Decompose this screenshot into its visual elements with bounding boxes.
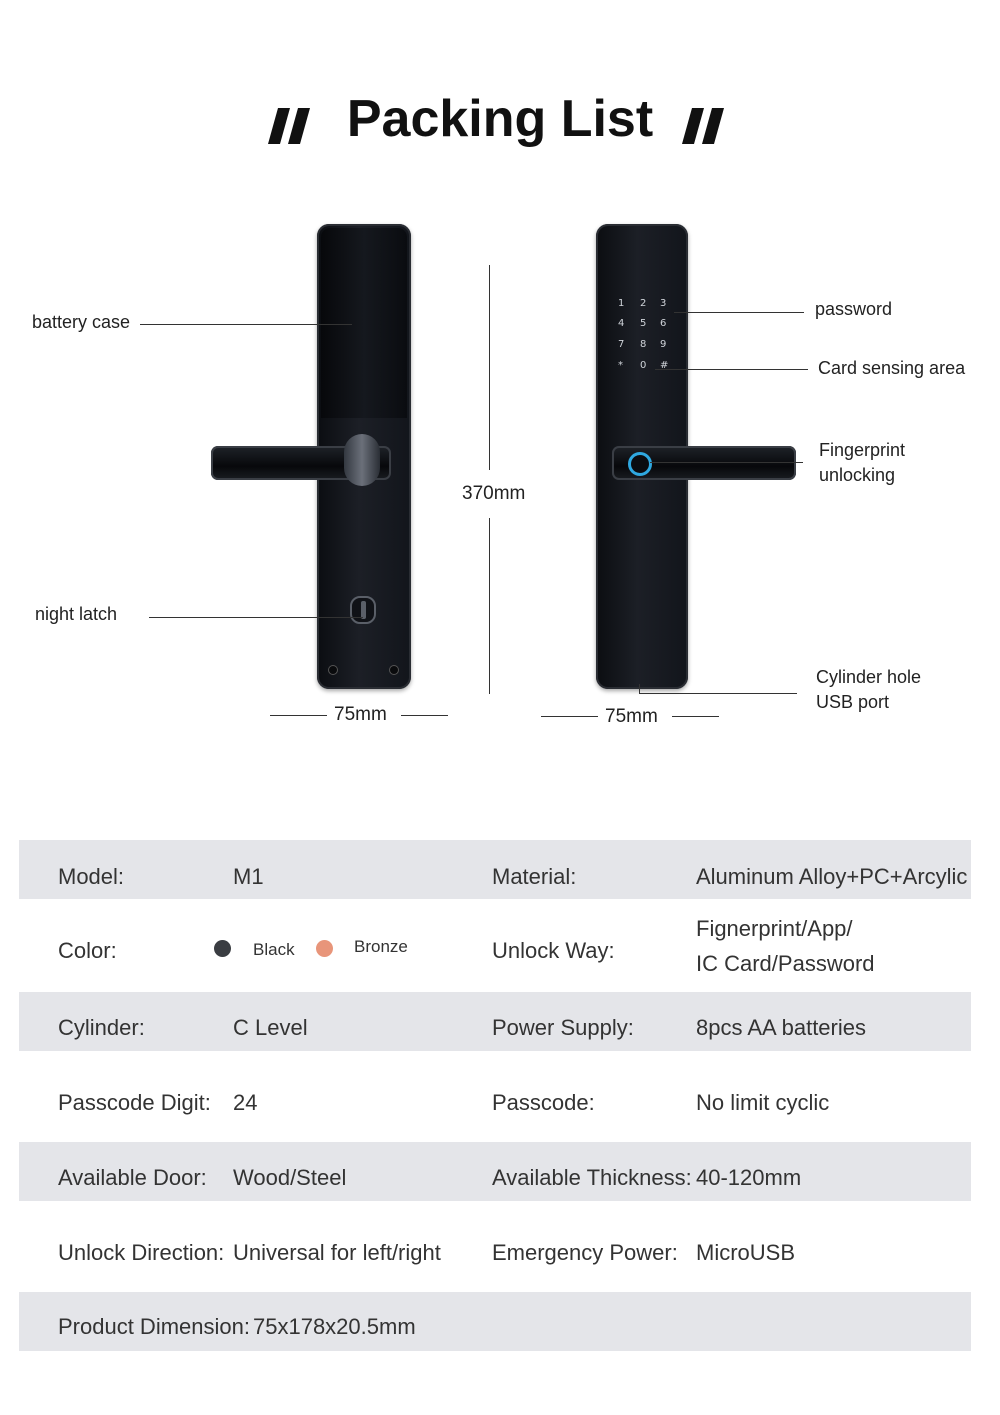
- keypad-key: 6: [660, 318, 667, 329]
- color-option-bronze: Bronze: [354, 937, 408, 956]
- spec-value-passcode-digit: 24: [233, 1090, 258, 1115]
- keypad-key: 8: [640, 339, 647, 350]
- spec-value-unlock-way-line2: IC Card/Password: [696, 951, 875, 976]
- leader-line: [140, 324, 352, 325]
- dimension-back-width: 75mm: [334, 704, 387, 725]
- spec-value-model: M1: [233, 864, 264, 889]
- screw-icon: [390, 666, 398, 674]
- spec-row: Cylinder: C Level Power Supply: 8pcs AA …: [19, 992, 971, 1051]
- spec-row: Color: Black Bronze Unlock Way: Fignerpr…: [19, 899, 971, 992]
- keypad-key: 0: [640, 360, 647, 371]
- spec-label-cylinder: Cylinder:: [58, 1015, 145, 1040]
- spec-label-material: Material:: [492, 864, 577, 889]
- keypad-key: 5: [640, 318, 647, 329]
- spec-table: Model: M1 Material: Aluminum Alloy+PC+Ar…: [19, 840, 971, 1351]
- dimension-front-width: 75mm: [605, 706, 658, 727]
- handle-rosette: [344, 434, 380, 486]
- keypad-key: 2: [640, 298, 647, 309]
- spec-value-power-supply: 8pcs AA batteries: [696, 1015, 866, 1040]
- night-latch-knob-icon: [350, 596, 376, 624]
- quote-mark-left-icon: [268, 90, 312, 154]
- spec-value-available-thickness: 40-120mm: [696, 1165, 802, 1190]
- spec-value-unlock-way-line1: Fignerprint/App/: [696, 916, 853, 941]
- title-row: Packing List: [0, 82, 1000, 162]
- battery-case-cover: [321, 228, 407, 418]
- spec-row: Product Dimension: 75x178x20.5mm: [19, 1292, 971, 1351]
- spec-label-product-dimension: Product Dimension:: [58, 1314, 250, 1339]
- spec-label-available-door: Available Door:: [58, 1165, 207, 1190]
- fingerprint-sensor-icon: [628, 452, 652, 476]
- keypad-key: #: [660, 360, 669, 371]
- leader-line: [639, 684, 640, 693]
- spec-value-passcode: No limit cyclic: [696, 1090, 830, 1115]
- spec-value-emergency-power: MicroUSB: [696, 1240, 796, 1265]
- spec-label-available-thickness: Available Thickness:: [492, 1165, 692, 1190]
- dimension-line: [672, 716, 719, 717]
- spec-label-emergency-power: Emergency Power:: [492, 1240, 678, 1265]
- keypad-key: 4: [618, 318, 625, 329]
- callout-fingerprint-line2: unlocking: [819, 465, 896, 485]
- spec-row: Model: M1 Material: Aluminum Alloy+PC+Ar…: [19, 840, 971, 899]
- leader-line: [655, 369, 808, 370]
- spec-value-available-door: Wood/Steel: [233, 1165, 347, 1190]
- screw-icon: [329, 666, 337, 674]
- spec-value-unlock-direction: Universal for left/right: [233, 1240, 441, 1265]
- spec-value-product-dimension: 75x178x20.5mm: [253, 1314, 416, 1339]
- leader-line: [639, 693, 797, 694]
- spec-label-unlock-direction: Unlock Direction:: [58, 1240, 225, 1265]
- spec-label-power-supply: Power Supply:: [492, 1015, 634, 1040]
- callout-cylinder-line1: Cylinder hole: [816, 667, 922, 687]
- callout-fingerprint-line1: Fingerprint: [819, 440, 906, 460]
- callout-password: password: [815, 299, 893, 319]
- spec-row: Passcode Digit: 24 Passcode: No limit cy…: [19, 1051, 971, 1142]
- leader-line: [674, 312, 804, 313]
- keypad-key: 9: [660, 339, 667, 350]
- dimension-line: [489, 265, 490, 470]
- callout-battery-case: battery case: [32, 312, 131, 332]
- leader-line: [149, 617, 363, 618]
- spec-row: Unlock Direction: Universal for left/rig…: [19, 1201, 971, 1292]
- callout-cylinder-line2: USB port: [816, 692, 890, 712]
- keypad-key: 7: [618, 339, 625, 350]
- lock-diagram: 1 2 3 4 5 6 7 8 9 * 0 # battery case nig…: [0, 210, 1000, 750]
- dimension-height: 370mm: [462, 483, 526, 504]
- callout-card-sensing: Card sensing area: [818, 358, 966, 378]
- color-swatch-bronze-icon: [316, 940, 333, 957]
- page-title: Packing List: [346, 90, 654, 148]
- keypad-key: 1: [618, 298, 625, 309]
- dimension-line: [541, 716, 598, 717]
- keypad-key: *: [618, 360, 623, 371]
- spec-label-model: Model:: [58, 864, 125, 889]
- color-swatch-black-icon: [214, 940, 231, 957]
- color-option-black: Black: [253, 940, 295, 959]
- leader-line: [650, 462, 803, 463]
- keypad-key: 3: [660, 298, 667, 309]
- spec-label-unlock-way: Unlock Way:: [492, 938, 615, 963]
- spec-value-cylinder: C Level: [233, 1015, 308, 1040]
- spec-row: Available Door: Wood/Steel Available Thi…: [19, 1142, 971, 1201]
- keypad: 1 2 3 4 5 6 7 8 9 * 0 #: [612, 298, 678, 384]
- spec-label-passcode-digit: Passcode Digit:: [58, 1090, 211, 1115]
- spec-label-passcode: Passcode:: [492, 1090, 595, 1115]
- callout-night-latch: night latch: [35, 604, 118, 624]
- spec-label-color: Color:: [58, 938, 117, 963]
- quote-mark-right-icon: [682, 90, 726, 154]
- dimension-line: [401, 715, 448, 716]
- dimension-line: [270, 715, 327, 716]
- dimension-line: [489, 518, 490, 694]
- spec-value-material: Aluminum Alloy+PC+Arcylic: [696, 864, 968, 889]
